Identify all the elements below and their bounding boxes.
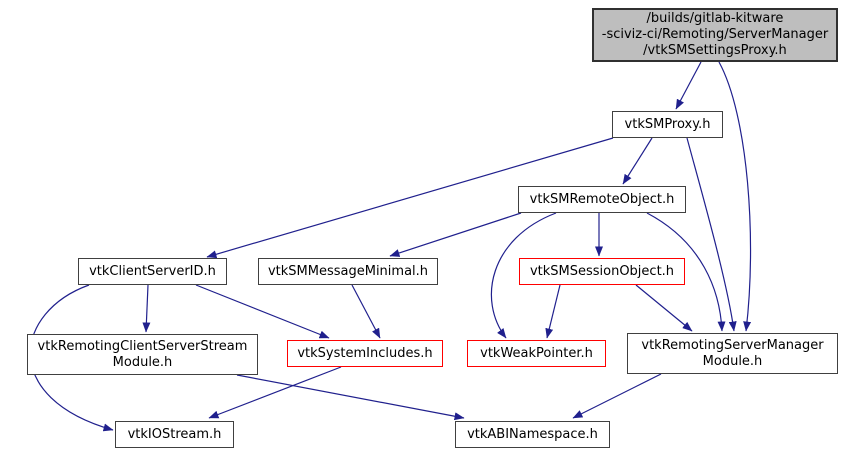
edge-vtkSMRemoteObject-to-vtkWeakPointer (490, 212, 557, 339)
edge-vtkSMSessionObject-to-vtkWeakPointer (545, 284, 561, 339)
edge-vtkSMSettingsProxy-to-vtkSMProxy (675, 61, 702, 110)
edge-vtkSMMessageMinimal-to-vtkSystemIncludes (351, 284, 381, 339)
node-vtkSMSessionObject[interactable]: vtkSMSessionObject.h (519, 258, 685, 285)
edge-vtkClientServerID-to-vtkSystemIncludes (195, 284, 330, 339)
node-label: vtkSMMessageMinimal.h (267, 263, 429, 279)
node-vtkIOStream[interactable]: vtkIOStream.h (115, 421, 234, 448)
node-label: vtkSystemIncludes.h (297, 345, 433, 361)
edge-vtkClientServerID-to-vtkRemotingClientServerStreamModule (142, 284, 151, 333)
edge-vtkSMRemoteObject-to-vtkSMMessageMinimal (389, 212, 522, 257)
node-label: vtkRemotingClientServerStream Module.h (37, 338, 248, 370)
edge-vtkSMProxy-to-vtkRemotingServerManagerModule (686, 137, 737, 332)
edge-vtkSMSessionObject-to-vtkRemotingServerManagerModule (635, 284, 693, 332)
node-label: vtkSMProxy.h (624, 116, 711, 132)
edge-vtkSystemIncludes-to-vtkIOStream (208, 366, 342, 419)
node-label: vtkABINamespace.h (467, 426, 598, 442)
node-label: /builds/gitlab-kitware -sciviz-ci/Remoti… (601, 11, 829, 58)
node-label: vtkRemotingServerManager Module.h (641, 337, 824, 369)
node-vtkSystemIncludes[interactable]: vtkSystemIncludes.h (287, 340, 443, 367)
edge-vtkSMProxy-to-vtkSMRemoteObject (622, 137, 653, 185)
node-vtkClientServerID[interactable]: vtkClientServerID.h (78, 258, 227, 285)
edge-vtkSMSettingsProxy-to-vtkRemotingServerManagerModule (718, 61, 752, 332)
node-vtkRemotingServerManagerModule[interactable]: vtkRemotingServerManager Module.h (627, 333, 838, 374)
node-vtkRemotingClientServerStreamModule[interactable]: vtkRemotingClientServerStream Module.h (27, 334, 258, 375)
node-vtkWeakPointer[interactable]: vtkWeakPointer.h (467, 340, 606, 367)
edge-vtkRemotingServerManagerModule-to-vtkABINamespace (572, 373, 662, 419)
edge-vtkSMRemoteObject-to-vtkRemotingServerManagerModule (646, 212, 726, 332)
node-vtkABINamespace[interactable]: vtkABINamespace.h (455, 421, 610, 448)
node-label: vtkSMSessionObject.h (529, 263, 675, 279)
node-label: vtkIOStream.h (127, 426, 222, 442)
node-label: vtkClientServerID.h (89, 263, 216, 279)
node-vtkSMProxy[interactable]: vtkSMProxy.h (612, 111, 723, 138)
node-label: vtkWeakPointer.h (480, 345, 593, 361)
edge-vtkSMProxy-to-vtkClientServerID (206, 137, 614, 259)
edge-vtkRemotingClientServerStreamModule-to-vtkABINamespace (236, 374, 465, 421)
node-vtkSMRemoteObject[interactable]: vtkSMRemoteObject.h (518, 186, 686, 213)
node-vtkSMMessageMinimal[interactable]: vtkSMMessageMinimal.h (258, 258, 438, 285)
node-label: vtkSMRemoteObject.h (529, 191, 675, 207)
node-vtkSMSettingsProxy: /builds/gitlab-kitware -sciviz-ci/Remoti… (592, 8, 838, 62)
